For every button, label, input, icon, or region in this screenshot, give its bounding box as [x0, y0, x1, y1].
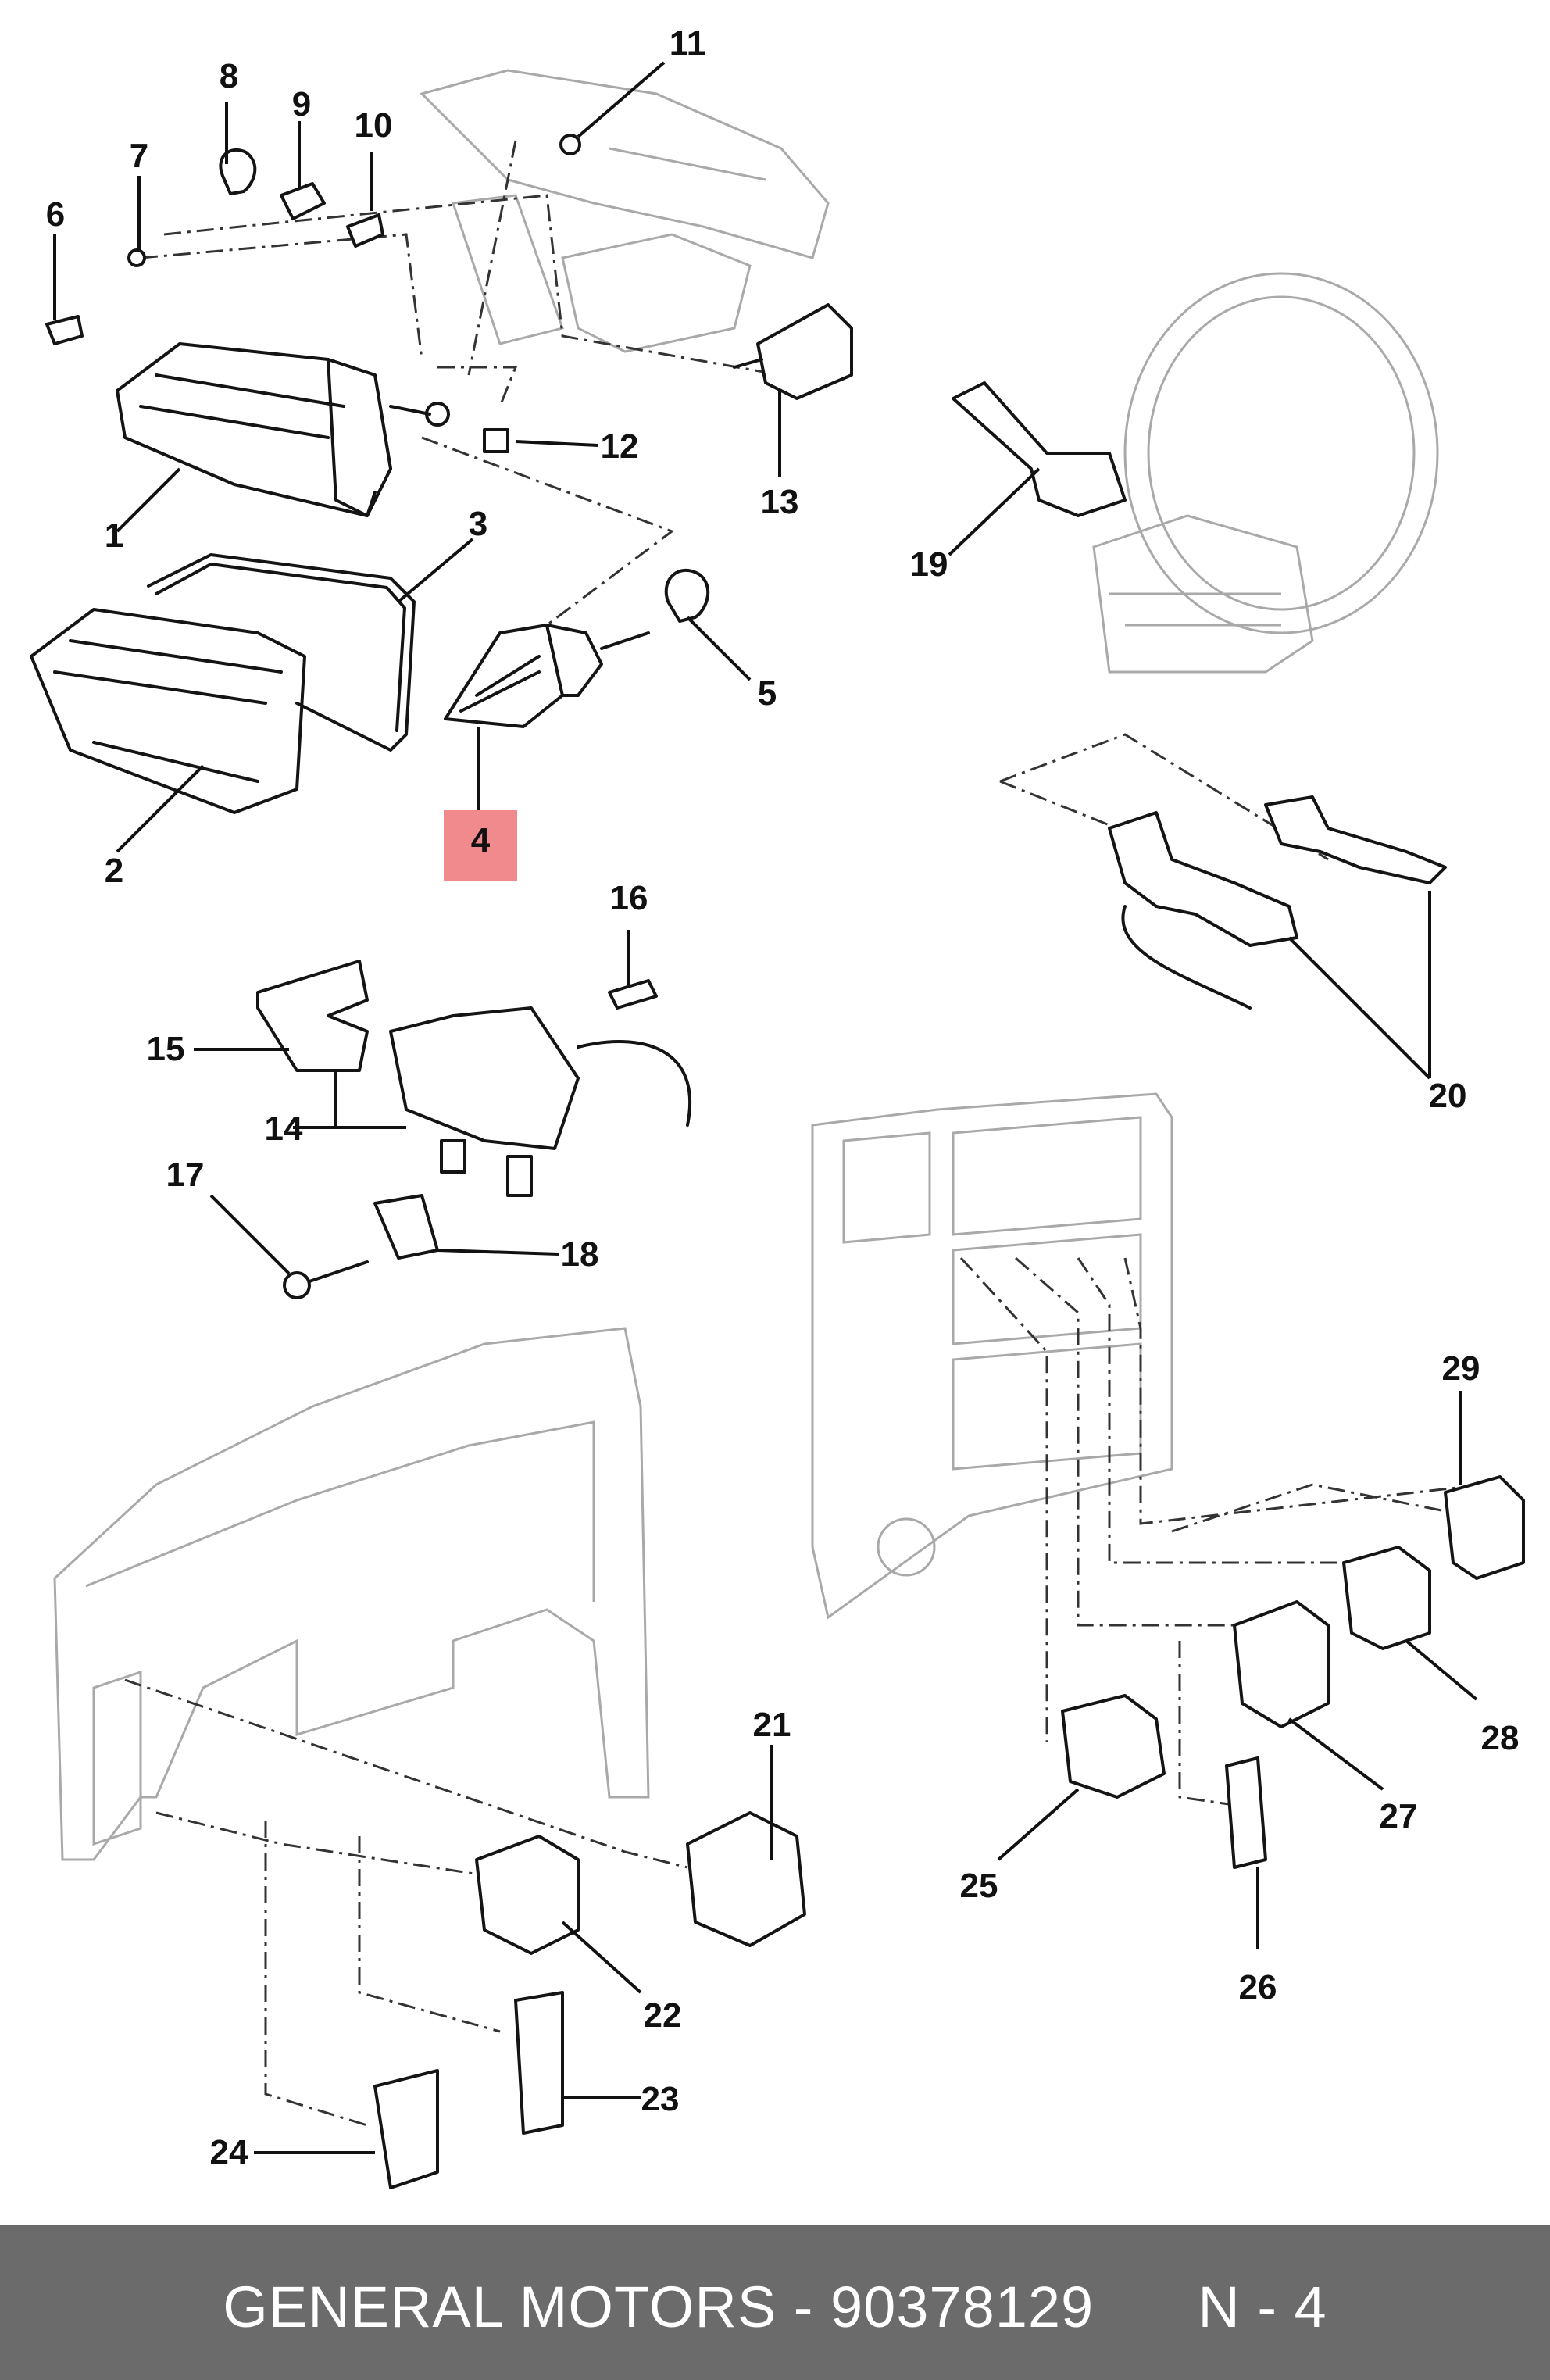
- bulb-icon: [45, 148, 710, 623]
- callout-28: 28: [1480, 1719, 1520, 1757]
- reference-code: N - 4: [1198, 2275, 1327, 2339]
- callout-27: 27: [1379, 1797, 1418, 1835]
- callout-leaders: [53, 61, 1478, 2154]
- callout-6: 6: [45, 195, 66, 234]
- turn-signal-lamp-icon: [444, 624, 650, 728]
- steering-wheel-icon: [1092, 272, 1439, 674]
- callout-18: 18: [560, 1235, 599, 1274]
- callout-17: 17: [166, 1156, 205, 1194]
- callout-19: 19: [909, 545, 948, 584]
- callout-15: 15: [146, 1030, 185, 1068]
- fog-lamp-icon: [256, 960, 692, 1197]
- footer-bar: GENERAL MOTORS - 90378129 N - 4: [0, 2225, 1550, 2380]
- windshield-frame-background: [420, 69, 830, 353]
- callout-22: 22: [643, 1996, 682, 2035]
- callout-24: 24: [209, 2133, 248, 2171]
- callout-11: 11: [669, 24, 706, 63]
- callout-12: 12: [600, 427, 639, 466]
- callout-4: 4: [470, 821, 491, 859]
- parts-diagram: 1 2 3 4 5 6 7 8 9 10 11 12 13 14 15 16 1…: [30, 24, 1525, 2189]
- callout-20: 20: [1428, 1077, 1467, 1115]
- footer-separator: -: [793, 2275, 814, 2339]
- bracket-icon: [283, 1194, 439, 1299]
- headlamp-lens-icon: [30, 608, 306, 814]
- callout-9: 9: [291, 85, 312, 123]
- exploded-view-drawing: [30, 61, 1525, 2189]
- callout-26: 26: [1238, 1968, 1277, 2007]
- callout-16: 16: [609, 879, 648, 917]
- callout-29: 29: [1441, 1349, 1480, 1388]
- callout-21: 21: [752, 1706, 791, 1744]
- callout-7: 7: [129, 137, 149, 175]
- switch-13-icon: [483, 134, 853, 453]
- part-number: 90378129: [830, 2275, 1095, 2339]
- dashed-connector-lines: [124, 140, 1485, 2127]
- callout-1: 1: [104, 516, 124, 555]
- brand-label: GENERAL MOTORS: [223, 2275, 777, 2339]
- dashboard-panel-icon: [811, 1092, 1173, 1620]
- footer-caption: GENERAL MOTORS - 90378129 N - 4: [0, 2274, 1550, 2340]
- callout-2: 2: [104, 852, 124, 890]
- highlight-box: [444, 810, 517, 881]
- rocker-switch-icon: [373, 1475, 1525, 2189]
- combination-switch-icon: [952, 381, 1447, 1010]
- headlamp-icon: [116, 342, 450, 517]
- callout-3: 3: [468, 505, 488, 543]
- lens-gasket-icon: [147, 553, 416, 752]
- callout-25: 25: [959, 1867, 998, 1905]
- callout-14: 14: [264, 1110, 303, 1148]
- callout-10: 10: [354, 106, 393, 145]
- callout-13: 13: [760, 483, 799, 521]
- callout-8: 8: [219, 57, 239, 95]
- dashboard-lower-frame-background: [53, 1327, 650, 1861]
- callout-23: 23: [641, 2080, 680, 2118]
- callout-5: 5: [757, 674, 777, 713]
